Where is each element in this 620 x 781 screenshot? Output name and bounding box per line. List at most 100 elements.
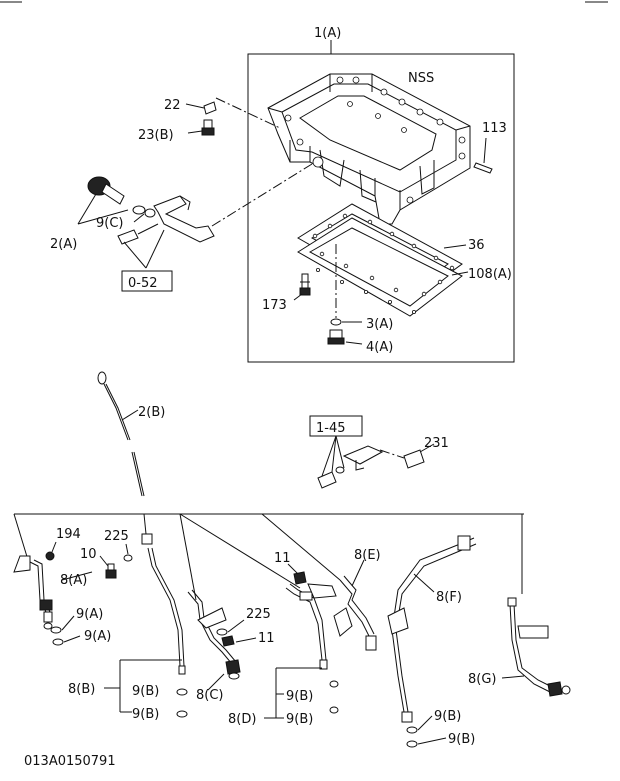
label-8g: 8(G)	[468, 672, 497, 687]
ref-1-45: 1-45	[316, 421, 346, 436]
leader-9c	[133, 213, 145, 223]
clip-22-illustration	[185, 101, 217, 115]
label-nss: NSS	[408, 71, 434, 86]
upper-oil-pan-illustration	[267, 73, 471, 225]
alignment-line-upper	[215, 97, 281, 129]
dipstick-guide-illustration	[117, 195, 215, 245]
leader-2b	[121, 409, 139, 421]
bolt-173	[293, 273, 311, 301]
label-9b-5: 9(B)	[434, 709, 461, 724]
washer-225-b	[216, 628, 228, 636]
leader-36	[443, 244, 467, 249]
washer-225-a	[123, 554, 133, 562]
pipe-8g-illustration	[507, 597, 571, 697]
leader-2a-b	[77, 209, 129, 225]
leader-9b-5	[417, 715, 433, 731]
washer-9b-6	[406, 740, 418, 748]
label-2b: 2(B)	[138, 405, 165, 420]
washer-9b-4	[329, 706, 339, 714]
washer-9b-3	[329, 680, 339, 688]
label-194: 194	[56, 527, 81, 542]
washer-9b-2	[176, 710, 188, 718]
leader-9b-6	[417, 737, 447, 745]
label-225a: 225	[104, 529, 129, 544]
label-10: 10	[80, 547, 97, 562]
nut-11-a	[293, 571, 307, 585]
label-8f: 8(F)	[436, 590, 462, 605]
diagram-code: 013A0150791	[24, 754, 116, 769]
pipe-8b-illustration	[141, 533, 186, 675]
bolt-23b-illustration	[187, 119, 215, 136]
alignment-line-lower	[211, 163, 313, 227]
washer-9b-1	[176, 688, 188, 696]
label-8c: 8(C)	[196, 688, 224, 703]
label-23b: 23(B)	[138, 128, 174, 143]
label-2a: 2(A)	[50, 237, 77, 252]
label-8b: 8(B)	[68, 682, 95, 697]
leader-top-8e	[261, 513, 341, 581]
label-36: 36	[468, 238, 485, 253]
pipe-8e-illustration	[333, 575, 377, 651]
drain-plug-4a-illustration	[327, 329, 363, 345]
pipe-8a-illustration	[13, 551, 55, 630]
label-113: 113	[482, 121, 507, 136]
leader-8c	[207, 673, 225, 691]
washer-9a-2	[52, 638, 64, 646]
label-225b: 225	[246, 607, 271, 622]
pipe-8f-illustration	[387, 535, 477, 723]
label-11b: 11	[258, 631, 275, 646]
leader-108a	[451, 271, 469, 276]
leader-8f	[413, 573, 435, 593]
stud-113	[473, 137, 493, 174]
label-9a-1: 9(A)	[76, 607, 103, 622]
leader-145-b	[331, 435, 337, 473]
bracket-group-illustration	[317, 443, 435, 489]
leader-2a-a	[77, 193, 97, 225]
pipe-8c-illustration	[187, 589, 241, 680]
leader-top-8c	[179, 513, 197, 601]
label-9b-2: 9(B)	[132, 707, 159, 722]
leader-8a	[61, 571, 93, 581]
label-9b-3: 9(B)	[286, 689, 313, 704]
label-8a: 8(A)	[60, 573, 87, 588]
dipstick-2b-illustration	[97, 371, 145, 497]
leader-145-c	[335, 435, 345, 469]
leader-11b	[235, 637, 257, 643]
label-9c: 9(C)	[96, 216, 124, 231]
leader-8e	[351, 559, 365, 587]
leader-11a	[287, 563, 299, 575]
label-8e: 8(E)	[354, 548, 381, 563]
ref-0-52: 0-52	[128, 276, 158, 291]
dipstick-cap-illustration	[87, 176, 156, 218]
leader-194	[51, 541, 57, 553]
leader-225b	[227, 619, 245, 633]
leader-top-8a	[13, 513, 29, 561]
leader-top-8b	[143, 513, 147, 535]
nut-11-b	[221, 635, 235, 647]
leader-8g	[501, 675, 525, 679]
leader-052-b	[145, 229, 165, 269]
label-3a: 3(A)	[366, 317, 393, 332]
leader-052-a	[123, 241, 147, 269]
leader-225a	[125, 543, 129, 555]
label-173: 173	[262, 298, 287, 313]
label-22: 22	[164, 98, 181, 113]
washer-3a-illustration	[330, 318, 342, 326]
bolt-10-illustration	[99, 555, 117, 579]
lower-oil-pan-illustration	[297, 203, 463, 317]
oil-pan-assembly-frame	[247, 53, 515, 363]
leader-9a-2	[63, 635, 81, 643]
washer-9a-1	[50, 626, 62, 634]
label-11a: 11	[274, 551, 291, 566]
label-9b-6: 9(B)	[448, 732, 475, 747]
leader-top-8d	[179, 513, 301, 589]
label-1a: 1(A)	[314, 26, 341, 41]
leader-145-a	[321, 435, 337, 477]
ref-box-0-52	[121, 270, 173, 292]
label-8d: 8(D)	[228, 712, 256, 727]
label-4a: 4(A)	[366, 340, 393, 355]
washer-9b-5	[406, 726, 418, 734]
label-108a: 108(A)	[468, 267, 512, 282]
label-231: 231	[424, 436, 449, 451]
